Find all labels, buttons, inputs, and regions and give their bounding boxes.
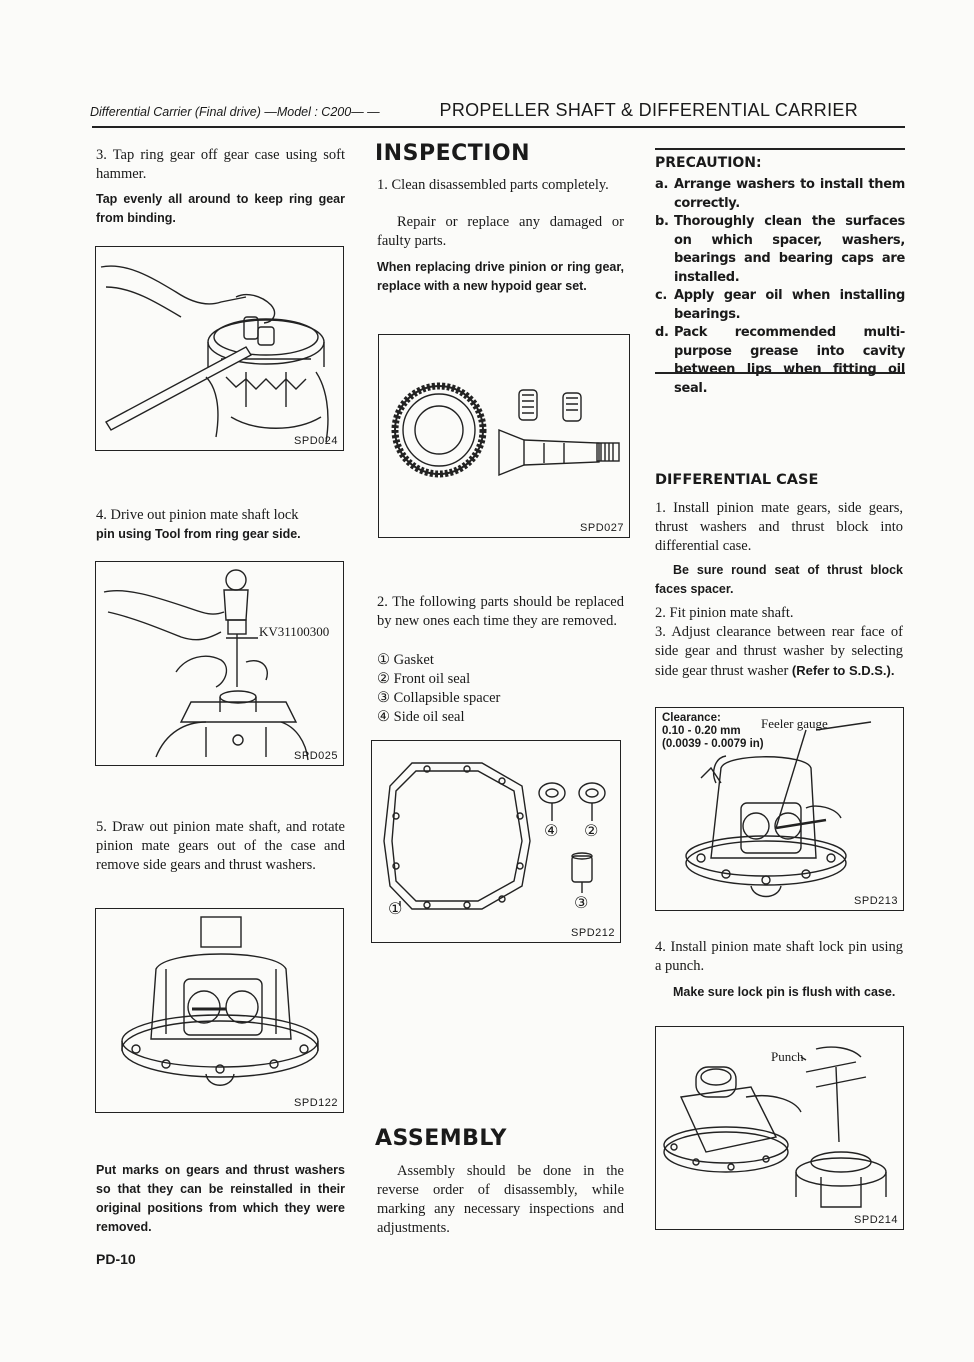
clearance-in: (0.0039 - 0.0079 in)	[662, 738, 764, 750]
assembly-text: Assembly should be done in the reverse o…	[377, 1163, 624, 1236]
diff-step-1: 1. Install pinion mate gears, side gears…	[655, 500, 903, 554]
precaution-c: c. Apply gear oil when installing bearin…	[655, 287, 905, 324]
callout-3: ③	[574, 893, 589, 912]
figure-spd024: SPD024	[95, 246, 344, 451]
gear-removal-illustration	[100, 265, 329, 443]
figure-label: SPD213	[854, 895, 898, 907]
callout-1: ①	[388, 899, 403, 918]
precaution-list: a. Arrange washers to install them corre…	[655, 176, 905, 398]
page-number: PD-10	[96, 1251, 136, 1267]
figure-label: SPD025	[294, 750, 338, 762]
callout-4: ④	[544, 821, 559, 840]
step-3-text: 3. Tap ring gear off gear case using sof…	[96, 147, 345, 182]
precaution-bottom-rule	[655, 372, 905, 374]
assembly-heading: ASSEMBLY	[375, 1126, 507, 1151]
inspection-note: When replacing drive pinion or ring gear…	[377, 260, 624, 293]
differential-case-illustration	[121, 916, 319, 1086]
feeler-gauge-callout: Feeler gauge	[761, 716, 828, 731]
inspection-heading: INSPECTION	[375, 141, 531, 166]
figure-spd027: SPD027	[378, 334, 630, 538]
inspection-step-1b: Repair or replace any damaged or faulty …	[377, 214, 624, 249]
precaution-letter: b.	[655, 214, 669, 229]
parts-list: ① Gasket ② Front oil seal ③ Collapsible …	[377, 651, 624, 727]
precaution-text: Arrange washers to install them correctl…	[674, 177, 905, 211]
precaution-d: d. Pack recommended multi-purpose grease…	[655, 324, 905, 398]
punch-callout: Punch	[771, 1049, 804, 1064]
figure-label: SPD214	[854, 1214, 898, 1226]
tool-callout: KV31100300	[259, 624, 330, 639]
precaution-text: Pack recommended multi-purpose grease in…	[674, 325, 905, 396]
figure-spd122: SPD122	[95, 908, 344, 1113]
step-4-line2: pin using Tool from ring gear side.	[96, 527, 301, 541]
precaution-text: Apply gear oil when installing bearings.	[674, 288, 905, 322]
diff-step-3-ref: (Refer to S.D.S.).	[791, 663, 895, 678]
callout-2: ②	[584, 821, 599, 840]
precaution-a: a. Arrange washers to install them corre…	[655, 176, 905, 213]
header-rule	[92, 126, 905, 128]
differential-case-heading: DIFFERENTIAL CASE	[655, 472, 819, 488]
precaution-letter: c.	[655, 288, 668, 303]
figure-spd025: KV31100300 SPD025	[95, 561, 344, 766]
diff-step-3-text: 3. Adjust clearance between rear face of…	[655, 624, 903, 679]
figure-label: SPD024	[294, 435, 338, 447]
hypoid-gear-set-illustration	[391, 382, 620, 478]
figure-label: SPD212	[571, 927, 615, 939]
inspection-step-2: 2. The following parts should be replace…	[377, 594, 624, 629]
diff-step-4: 4. Install pinion mate shaft lock pin us…	[655, 939, 903, 974]
step-4-text: 4. Drive out pinion mate shaft lock	[96, 507, 299, 523]
diff-note-2: Make sure lock pin is flush with case.	[673, 985, 896, 999]
header-right: PROPELLER SHAFT & DIFFERENTIAL CARRIER	[439, 100, 858, 120]
page-header: Differential Carrier (Final drive) —Mode…	[90, 98, 905, 126]
step-5-note: Put marks on gears and thrust washers so…	[96, 1163, 345, 1234]
header-left: Differential Carrier (Final drive) —Mode…	[90, 105, 380, 119]
clearance-label: Clearance: 0.10 - 0.20 mm (0.0039 - 0.00…	[662, 712, 764, 751]
feeler-gauge-illustration	[685, 721, 872, 898]
diff-step-3: 3. Adjust clearance between rear face of…	[655, 623, 903, 681]
diff-note-1: Be sure round seat of thrust block faces…	[655, 563, 903, 596]
gasket-seals-illustration	[383, 762, 606, 910]
figure-spd214: Punch SPD214	[655, 1026, 904, 1230]
clearance-mm: 0.10 - 0.20 mm	[662, 725, 741, 737]
drive-pin-illustration	[103, 569, 309, 761]
precaution-letter: d.	[655, 325, 669, 340]
precaution-heading: PRECAUTION:	[655, 155, 762, 171]
step-5-text: 5. Draw out pinion mate shaft, and rotat…	[96, 819, 345, 873]
inspection-step-1: 1. Clean disassembled parts completely.	[377, 177, 609, 193]
part-side-oil-seal: ④ Side oil seal	[377, 709, 465, 725]
figure-label: SPD027	[580, 522, 624, 534]
step-4-text-bold: pin using Tool from ring gear side.	[96, 525, 345, 544]
punch-lock-pin-illustration	[663, 1046, 887, 1208]
figure-label: SPD122	[294, 1097, 338, 1109]
figure-spd213: Clearance: 0.10 - 0.20 mm (0.0039 - 0.00…	[655, 707, 904, 911]
part-collapsible-spacer: ③ Collapsible spacer	[377, 690, 501, 706]
step-3-note: Tap evenly all around to keep ring gear …	[96, 192, 345, 225]
part-gasket: ① Gasket	[377, 652, 434, 668]
diff-step-2: 2. Fit pinion mate shaft.	[655, 605, 794, 621]
part-front-oil-seal: ② Front oil seal	[377, 671, 471, 687]
precaution-top-rule	[655, 148, 905, 150]
precaution-text: Thoroughly clean the surfaces on which s…	[674, 214, 905, 285]
figure-spd212: ① ④ ② ③ SPD212	[371, 740, 621, 943]
precaution-b: b. Thoroughly clean the surfaces on whic…	[655, 213, 905, 287]
precaution-letter: a.	[655, 177, 669, 192]
clearance-title: Clearance:	[662, 712, 721, 724]
